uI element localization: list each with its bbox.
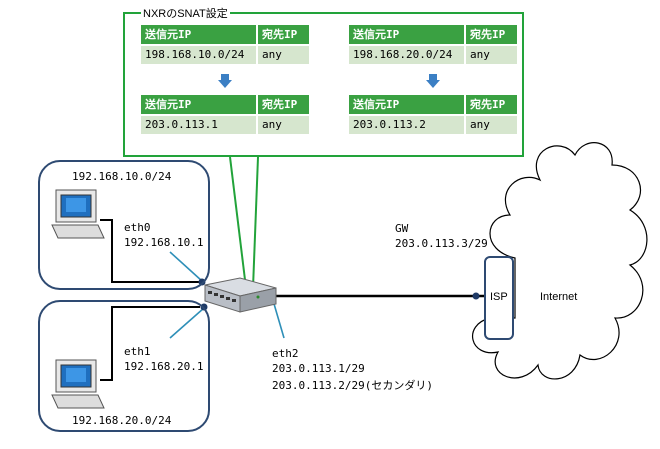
isp-label: ISP bbox=[490, 291, 508, 303]
header-dst: 宛先IP bbox=[466, 25, 517, 44]
cell-dst: any bbox=[258, 116, 309, 134]
snat-table-lan1-before: 送信元IP 宛先IP 198.168.10.0/24 any bbox=[141, 25, 309, 64]
cell-dst: any bbox=[466, 116, 517, 134]
header-dst: 宛先IP bbox=[466, 95, 517, 114]
gw-label: GW bbox=[395, 222, 409, 235]
wan-iface-label: eth2 bbox=[272, 347, 299, 360]
lan1-box bbox=[38, 160, 210, 290]
header-src: 送信元IP bbox=[349, 25, 464, 44]
lan2-box bbox=[38, 300, 210, 432]
cell-src: 203.0.113.2 bbox=[349, 116, 464, 134]
lan2-ip-label: 192.168.20.1 bbox=[124, 360, 204, 373]
gw-ip-label: 203.0.113.3/29 bbox=[395, 237, 488, 250]
pc-icon-lan2 bbox=[51, 359, 105, 409]
header-src: 送信元IP bbox=[141, 25, 256, 44]
wan-ip2-label: 203.0.113.2/29(セカンダリ) bbox=[272, 379, 433, 392]
snat-table-lan2-before: 送信元IP 宛先IP 198.168.20.0/24 any bbox=[349, 25, 517, 64]
arrow-down-icon bbox=[426, 74, 440, 88]
internet-cloud bbox=[472, 142, 648, 380]
lan1-iface-label: eth0 bbox=[124, 221, 151, 234]
cell-dst: any bbox=[466, 46, 517, 64]
cell-src: 198.168.10.0/24 bbox=[141, 46, 256, 64]
header-dst: 宛先IP bbox=[258, 95, 309, 114]
header-src: 送信元IP bbox=[349, 95, 464, 114]
lan2-link bbox=[100, 306, 200, 381]
isp-box bbox=[484, 256, 514, 340]
header-dst: 宛先IP bbox=[258, 25, 309, 44]
cell-src: 203.0.113.1 bbox=[141, 116, 256, 134]
snat-title: NXRのSNAT設定 bbox=[141, 5, 230, 21]
lan2-network-label: 192.168.20.0/24 bbox=[72, 414, 172, 427]
lan1-link bbox=[100, 219, 200, 283]
header-src: 送信元IP bbox=[141, 95, 256, 114]
pc-icon-lan1 bbox=[51, 189, 105, 239]
cell-dst: any bbox=[258, 46, 309, 64]
wan-ip1-label: 203.0.113.1/29 bbox=[272, 362, 365, 375]
snat-table-lan2-after: 送信元IP 宛先IP 203.0.113.2 any bbox=[349, 95, 517, 134]
arrow-down-icon bbox=[218, 74, 232, 88]
internet-label: Internet bbox=[540, 291, 578, 303]
snat-table-lan1-after: 送信元IP 宛先IP 203.0.113.1 any bbox=[141, 95, 309, 134]
callout-pointer bbox=[229, 156, 259, 289]
lan2-iface-label: eth1 bbox=[124, 345, 151, 358]
lan1-ip-label: 192.168.10.1 bbox=[124, 236, 204, 249]
router-icon bbox=[204, 277, 277, 313]
cell-src: 198.168.20.0/24 bbox=[349, 46, 464, 64]
lan1-network-label: 192.168.10.0/24 bbox=[72, 170, 172, 183]
